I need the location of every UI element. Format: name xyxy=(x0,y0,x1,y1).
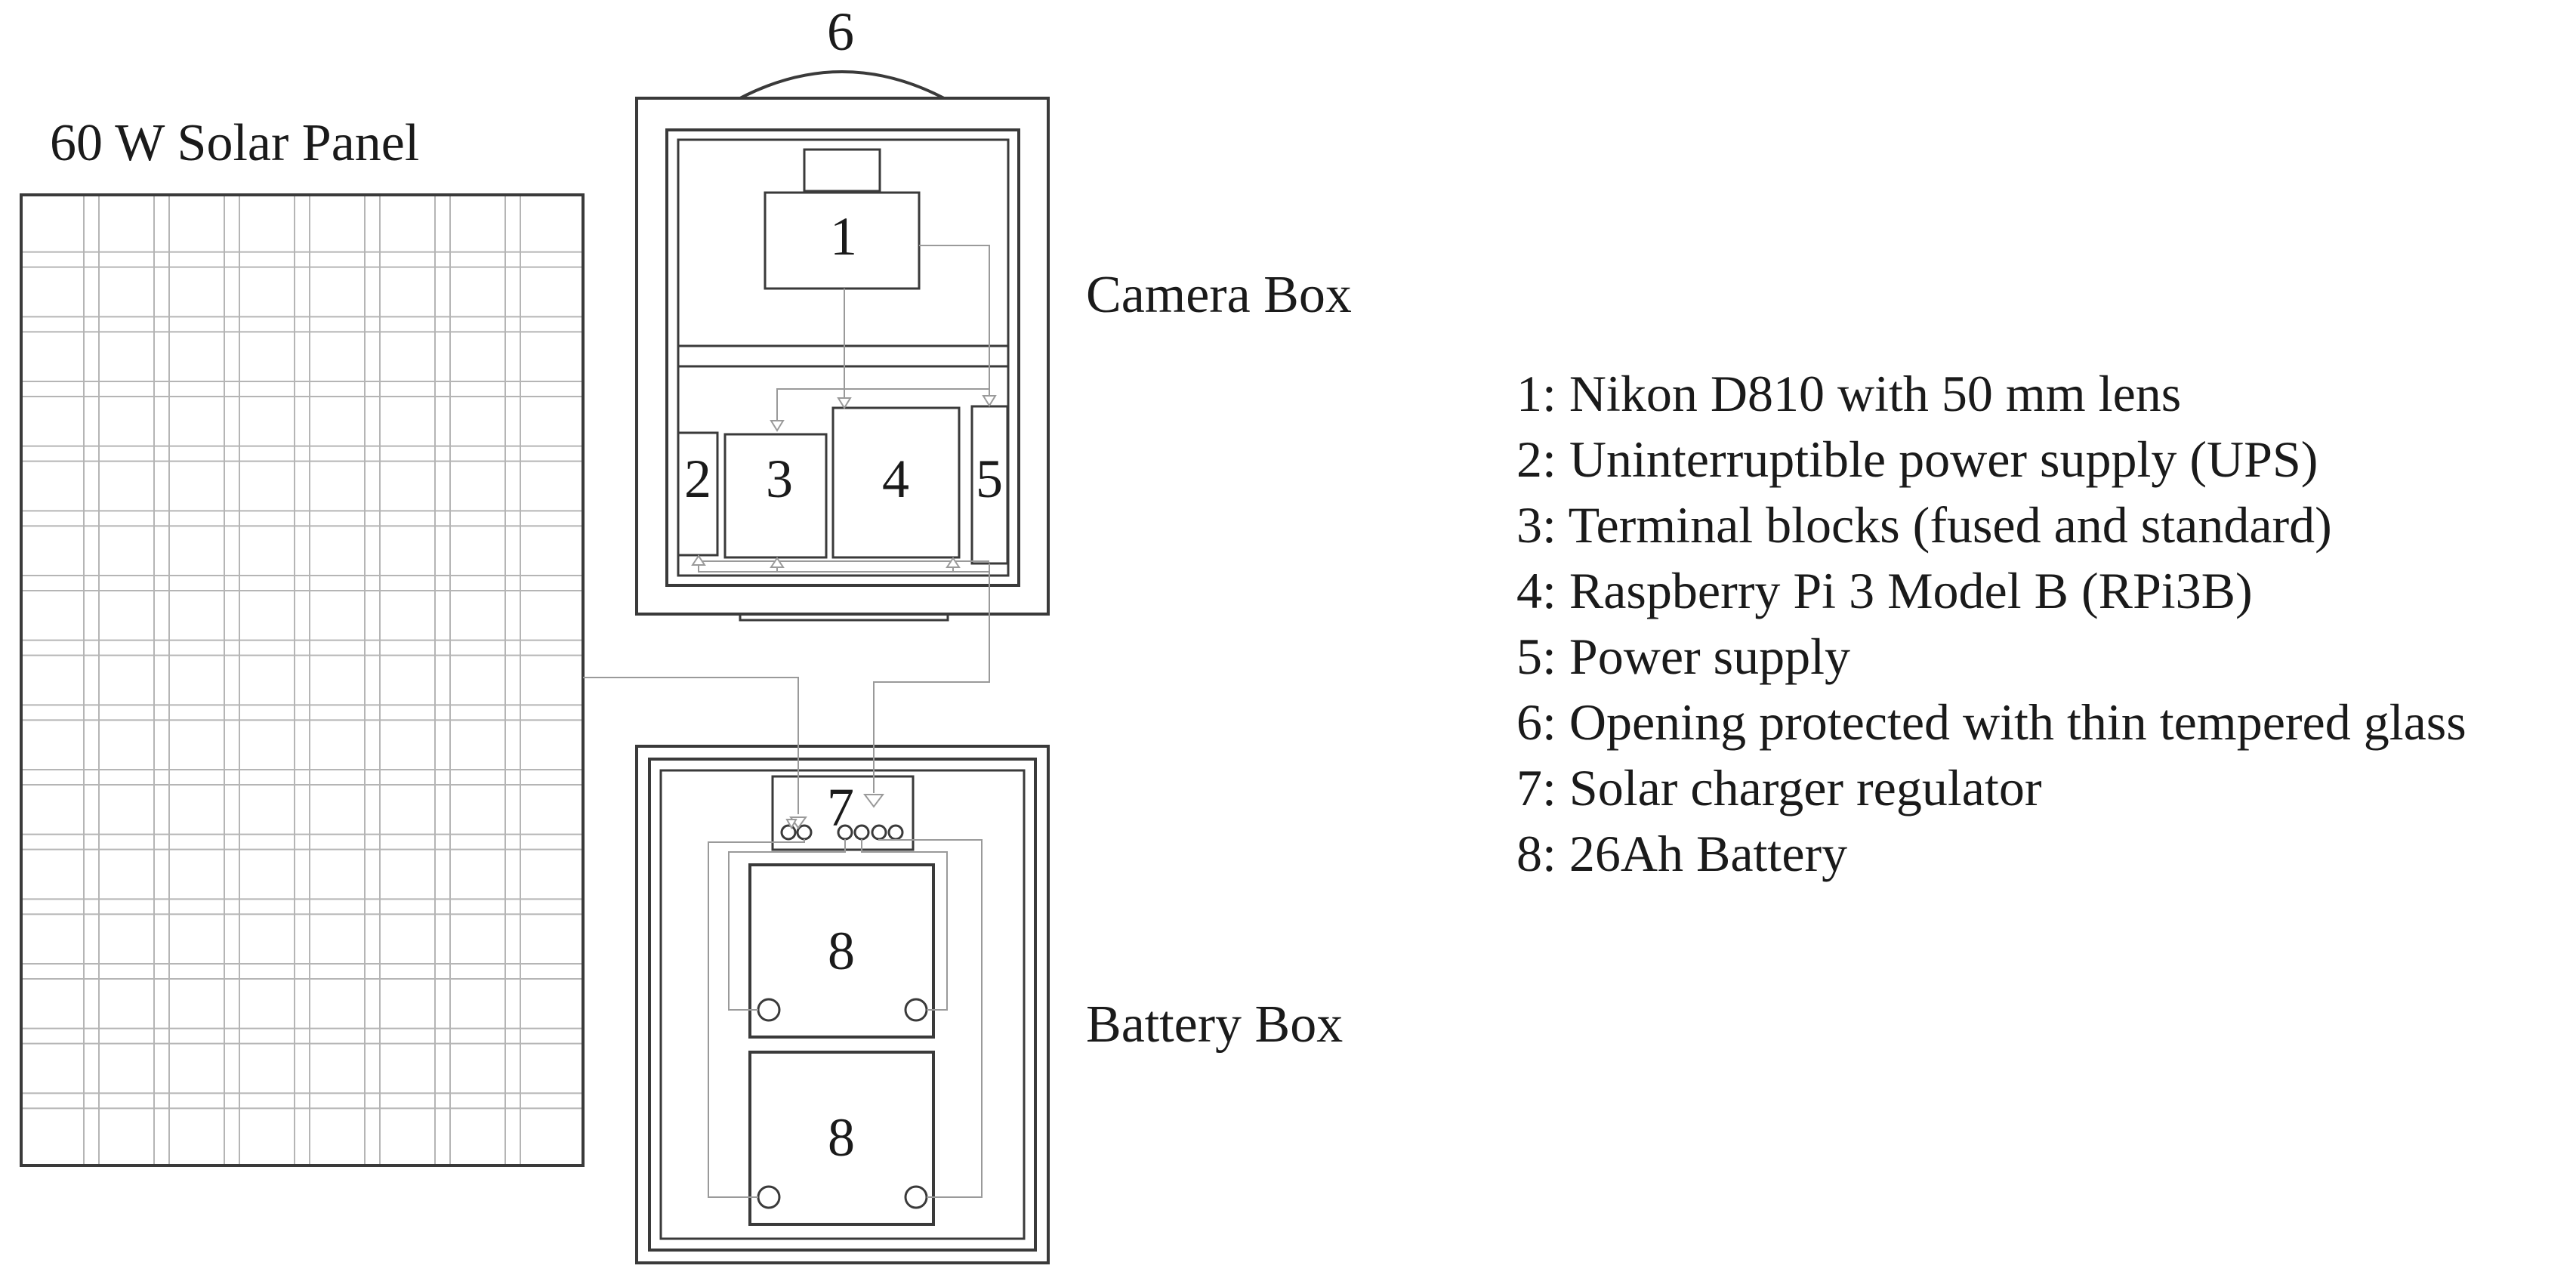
camera-box xyxy=(635,70,1050,622)
charger-box-7 xyxy=(771,775,915,851)
raspberry-pi-box-4 xyxy=(831,406,961,559)
solar-panel-label: 60 W Solar Panel xyxy=(50,114,419,172)
solar-panel-grid xyxy=(21,195,583,1165)
component-legend: 1: Nikon D810 with 50 mm lens 2: Uninter… xyxy=(1516,361,2466,887)
battery-box-outer xyxy=(635,745,1050,1264)
interconnect-arrows xyxy=(785,794,884,830)
camera-wiring xyxy=(698,245,990,573)
number-terminal-blocks: 3 xyxy=(766,449,793,509)
legend-item: 1: Nikon D810 with 50 mm lens xyxy=(1516,365,2182,422)
interconnect-wiring xyxy=(583,563,990,814)
battery-box xyxy=(635,745,1050,1264)
legend-item: 7: Solar charger regulator xyxy=(1516,759,2042,816)
camera-box-outer xyxy=(635,97,1050,616)
number-ups: 2 xyxy=(684,449,711,509)
battery-box-8-bottom xyxy=(748,1051,935,1226)
battery-box-inner xyxy=(659,769,1026,1240)
legend-item: 4: Raspberry Pi 3 Model B (RPi3B) xyxy=(1516,562,2253,619)
battery-box-mid xyxy=(648,758,1037,1252)
legend-item: 2: Uninterruptible power supply (UPS) xyxy=(1516,431,2318,488)
solar-panel xyxy=(20,193,585,1167)
number-battery-bottom: 8 xyxy=(828,1107,855,1168)
camera-box-liner xyxy=(677,138,1010,577)
number-camera: 1 xyxy=(830,206,857,267)
legend-item: 3: Terminal blocks (fused and standard) xyxy=(1516,496,2332,554)
opening-glass-dome xyxy=(739,70,945,100)
number-battery-top: 8 xyxy=(828,921,855,981)
number-charger: 7 xyxy=(827,777,854,838)
legend-item: 5: Power supply xyxy=(1516,628,1850,685)
terminal-box-3 xyxy=(723,433,828,559)
legend-item: 6: Opening protected with thin tempered … xyxy=(1516,693,2466,751)
battery-terminals xyxy=(757,998,928,1209)
opening-number: 6 xyxy=(827,2,854,62)
battery-wiring xyxy=(708,839,983,1198)
camera-body-top xyxy=(803,148,881,193)
number-power-supply: 5 xyxy=(976,449,1003,509)
battery-box-label: Battery Box xyxy=(1086,995,1343,1054)
camera-box-bottom-lip xyxy=(739,613,949,622)
number-raspberry-pi: 4 xyxy=(882,449,909,509)
camera-wire-arrows xyxy=(691,395,997,568)
camera-box-1 xyxy=(764,191,921,290)
battery-box-8-top xyxy=(748,863,935,1039)
legend-item: 8: 26Ah Battery xyxy=(1516,825,1848,882)
camera-box-label: Camera Box xyxy=(1086,266,1352,324)
camera-box-inner xyxy=(665,128,1020,587)
